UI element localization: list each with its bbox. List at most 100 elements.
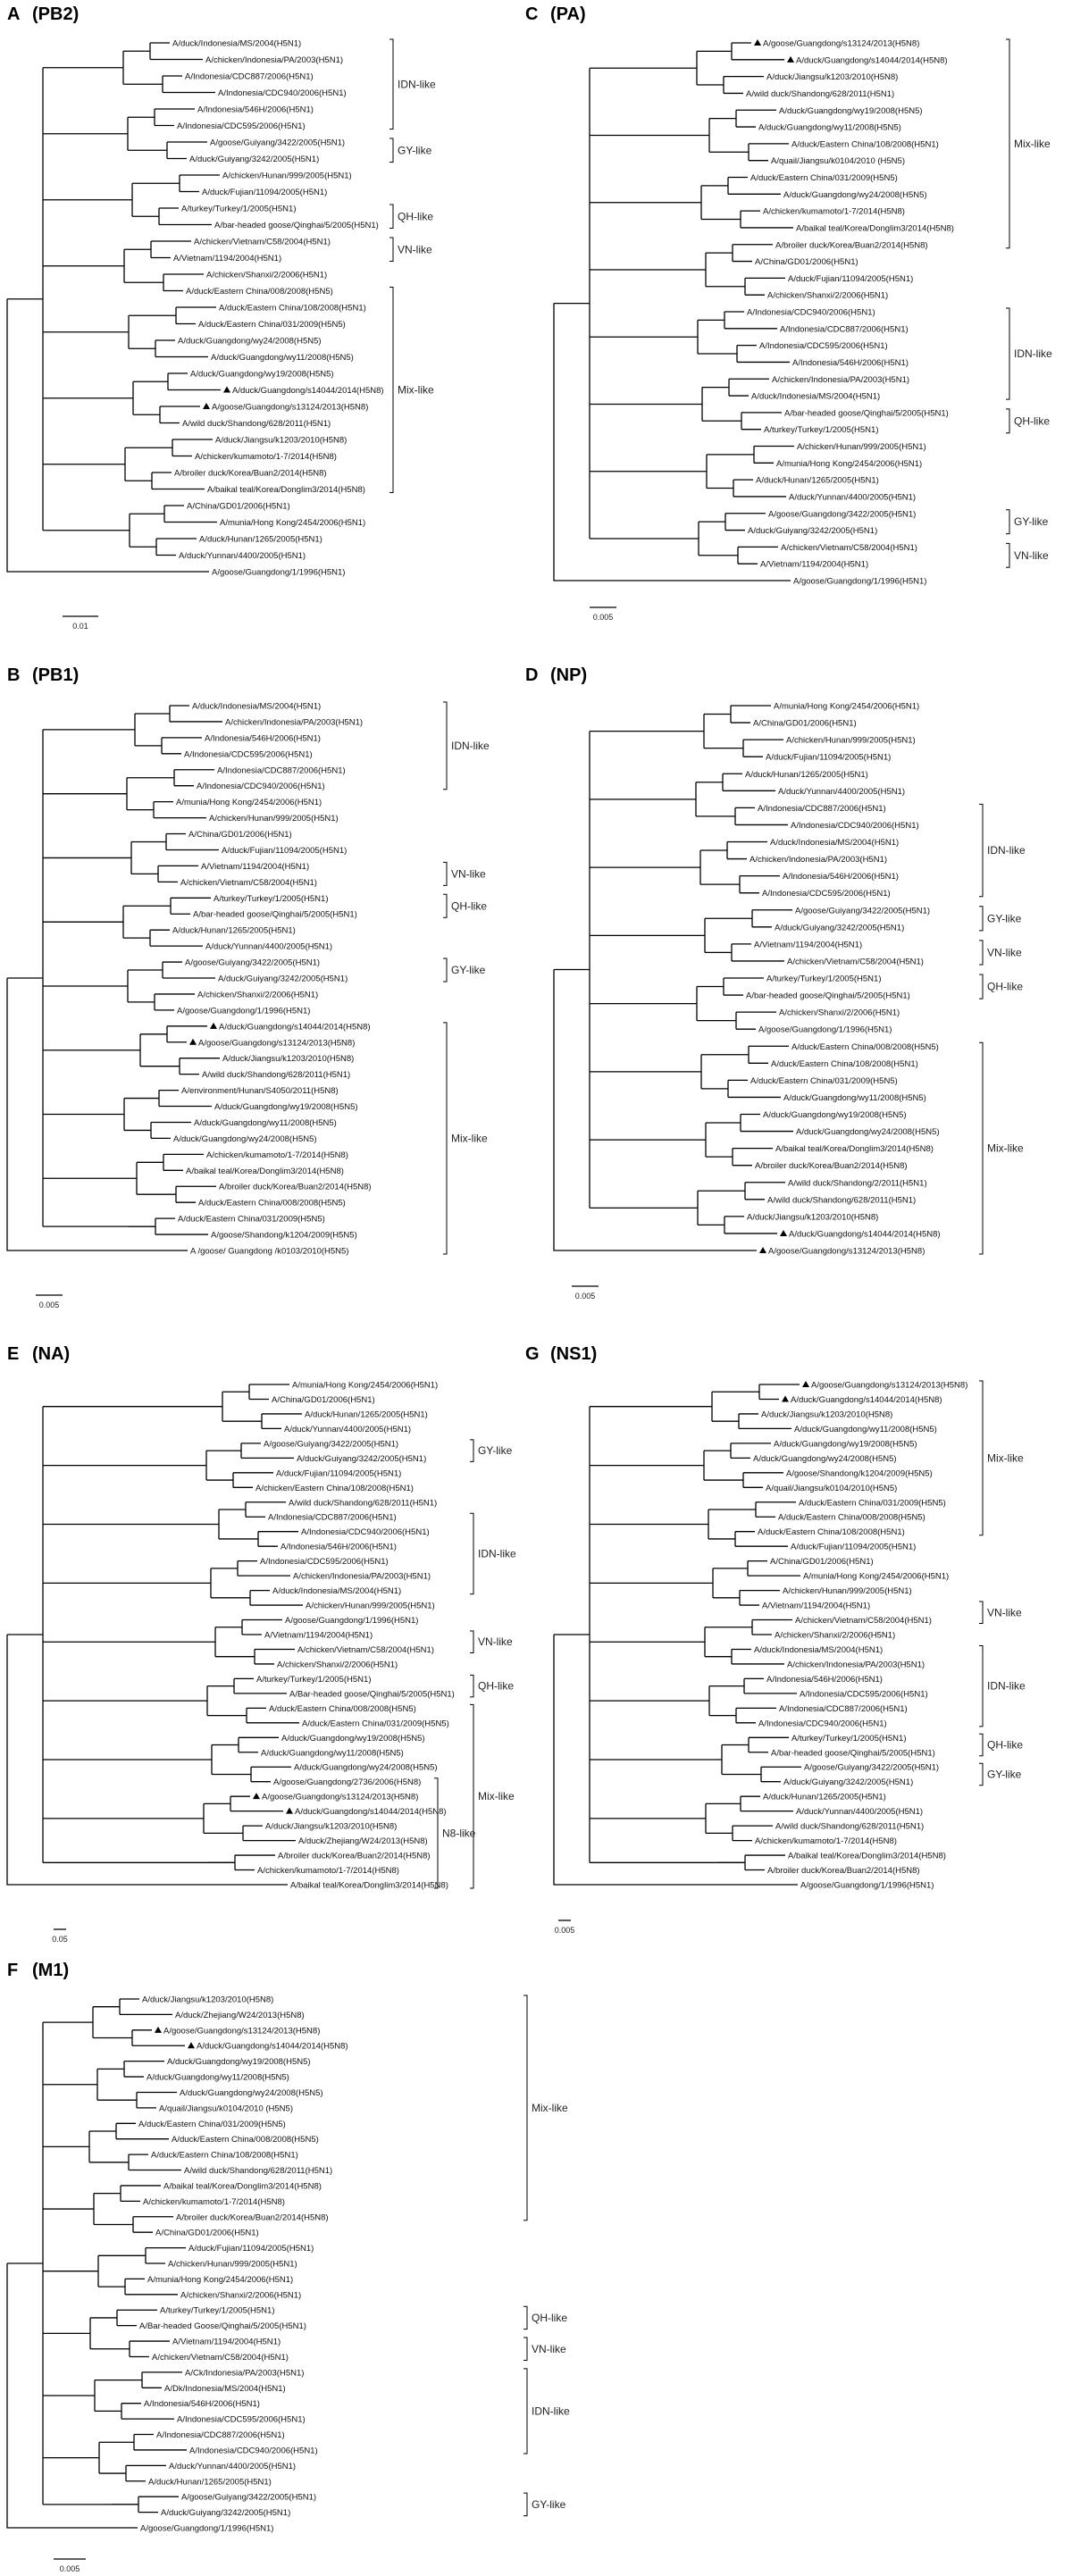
leaf-label: A/bar-headed goose/Qinghai/5/2005(H5N1)	[214, 221, 379, 230]
tree-panel-f: F(M1)A/duck/Jiangsu/k1203/2010(H5N8)A/du…	[6, 1961, 570, 2573]
leaf-label: A/duck/Eastern China/108/2008(H5N1)	[219, 304, 366, 314]
clade-bracket	[1006, 408, 1010, 434]
leaf-label: A/duck/Guangdong/wy24/2008(H5N5)	[180, 2088, 323, 2098]
panel-gene-title: (NA)	[32, 1344, 70, 1364]
leaf-label: A/duck/Yunnan/4400/2005(H5N1)	[789, 492, 916, 502]
clade-bracket	[389, 204, 394, 229]
clade-bracket	[434, 1777, 439, 1889]
leaf-label: A/bar-headed goose/Qinghai/5/2005(H5N1)	[771, 1748, 935, 1758]
leaf-label: A/chicken/kumamoto/1-7/2014(H5N8)	[763, 207, 905, 217]
panel-gene-title: (PB1)	[32, 665, 79, 685]
leaf-label: A/Indonesia/CDC940/2006(H5N1)	[758, 1719, 887, 1728]
clade-label: VN-like	[987, 1606, 1022, 1618]
leaf-label: A/Indonesia/CDC595/2006(H5N1)	[762, 889, 891, 899]
leaf-label: A/duck/Guangdong/wy19/2008(H5N5)	[190, 370, 334, 380]
leaf-label: A/turkey/Turkey/1/2005(H5N1)	[160, 2306, 274, 2316]
leaf-label: A/duck/Guangdong/wy11/2008(H5N5)	[794, 1425, 937, 1434]
triangle-marker	[203, 403, 210, 409]
clade-label: IDN-like	[987, 844, 1026, 857]
leaf-label: A/duck/Eastern China/031/2009(H5N5)	[302, 1719, 449, 1728]
clade-bracket	[389, 287, 394, 493]
triangle-marker	[787, 55, 794, 63]
leaf-label: A/turkey/Turkey/1/2005(H5N1)	[791, 1734, 906, 1744]
leaf-label: A/duck/Indonesia/MS/2004(H5N1)	[751, 392, 880, 402]
leaf-label: A/chicken/kumamoto/1-7/2014(H5N8)	[206, 1150, 348, 1160]
panel-gene-title: (PB2)	[32, 4, 79, 24]
leaf-label: A/duck/Guangdong/wy24/2008(H5N5)	[178, 337, 322, 347]
clade-label: GY-like	[478, 1444, 513, 1457]
leaf-label: A/Indonesia/546H/2006(H5N1)	[766, 1675, 883, 1685]
leaf-label: A/Indonesia/CDC940/2006(H5N1)	[189, 2446, 318, 2455]
leaf-label: A/duck/Guangdong/s14044/2014(H5N8)	[796, 55, 948, 65]
clade-label: IDN-like	[398, 78, 436, 90]
triangle-marker	[210, 1022, 217, 1029]
leaf-label: A/duck/Guangdong/wy19/2008(H5N5)	[167, 2057, 311, 2067]
leaf-label: A/duck/Guangdong/wy24/2008(H5N5)	[294, 1763, 438, 1773]
leaf-label: A/wild duck/Shandong/628/2011(H5N1)	[775, 1822, 924, 1832]
clade-label: QH-like	[987, 981, 1023, 993]
clade-bracket	[470, 1630, 474, 1653]
leaf-label: A/duck/Guangdong/wy11/2008(H5N5)	[783, 1093, 926, 1103]
leaf-label: A/duck/Fujian/11094/2005(H5N1)	[791, 1543, 916, 1552]
leaf-label: A/chicken/Hunan/999/2005(H5N1)	[797, 442, 926, 452]
leaf-label: A/duck/Fujian/11094/2005(H5N1)	[188, 2244, 314, 2254]
leaf-label: A/Indonesia/CDC595/2006(H5N1)	[260, 1557, 389, 1567]
clade-label: QH-like	[532, 2312, 567, 2324]
leaf-label: A/duck/Eastern China/008/2008(H5N5)	[778, 1513, 925, 1523]
leaf-label: A/duck/Eastern China/008/2008(H5N5)	[172, 2135, 319, 2145]
clade-bracket	[443, 1022, 448, 1255]
leaf-label: A/bar-headed goose/Qinghai/5/2005(H5N1)	[193, 910, 357, 920]
triangle-marker	[780, 1229, 787, 1236]
leaf-label: A/duck/Eastern China/008/2008(H5N5)	[186, 287, 333, 297]
leaf-label: A/China/GD01/2006(H5N1)	[753, 719, 857, 729]
clade-bracket	[470, 1703, 474, 1889]
clade-bracket	[979, 906, 984, 932]
branch	[6, 298, 209, 573]
leaf-label: A/broiler duck/Korea/Buan2/2014(H5N8)	[755, 1161, 908, 1171]
clade-label: IDN-like	[987, 1680, 1026, 1693]
leaf-label: A/Indonesia/CDC595/2006(H5N1)	[177, 121, 306, 131]
leaf-label: A/duck/Eastern China/008/2008(H5N5)	[791, 1042, 939, 1052]
clade-bracket	[979, 803, 984, 898]
clade-label: Mix-like	[987, 1142, 1024, 1155]
leaf-label: A/environment/Hunan/S4050/2011(H5N8)	[181, 1086, 339, 1096]
leaf-label: A/goose/Guiyang/3422/2005(H5N1)	[264, 1439, 398, 1449]
leaf-label: A/duck/Jiangsu/k1203/2010(H5N8)	[766, 72, 898, 82]
leaf-label: A/duck/Eastern China/031/2009(H5N5)	[799, 1498, 946, 1508]
leaf-label: A/duck/Guangdong/s14044/2014(H5N8)	[791, 1395, 942, 1405]
panel-letter: B	[7, 665, 20, 685]
leaf-label: A/munia/Hong Kong/2454/2006(H5N1)	[803, 1572, 949, 1582]
leaf-label: A/wild duck/Shandong/628/2011(H5N1)	[202, 1070, 350, 1080]
leaf-label: A/duck/Guangdong/s14044/2014(H5N8)	[197, 2042, 348, 2052]
panel-letter: D	[525, 665, 538, 685]
leaf-label: A/duck/Yunnan/4400/2005(H5N1)	[205, 942, 332, 952]
triangle-marker	[188, 2042, 195, 2049]
leaf-label: A/duck/Guangdong/wy19/2008(H5N5)	[774, 1439, 917, 1449]
leaf-label: A/chicken/Hunan/999/2005(H5N1)	[783, 1586, 912, 1596]
leaf-label: A/duck/Guangdong/wy24/2008(H5N5)	[753, 1454, 897, 1464]
leaf-label: A/goose/Guangdong/3422/2005(H5N1)	[768, 509, 916, 519]
leaf-label: A/quail/Jiangsu/k0104/2010 (H5N5)	[771, 156, 905, 166]
clade-bracket	[523, 2305, 528, 2330]
leaf-label: A/Vietnam/1194/2004(H5N1)	[754, 940, 862, 949]
scale-bar-label: 0.01	[72, 622, 88, 631]
leaf-label: A/duck/Indonesia/MS/2004(H5N1)	[754, 1645, 883, 1655]
leaf-label: A/chicken/Shanxi/2/2006(H5N1)	[206, 271, 327, 280]
leaf-label: A/wild duck/Shandong/628/2011(H5N1)	[182, 419, 331, 429]
clade-bracket	[443, 958, 448, 983]
leaf-label: A/duck/Eastern China/108/2008(H5N1)	[771, 1059, 918, 1069]
clade-bracket	[389, 138, 394, 163]
clade-bracket	[523, 2337, 528, 2361]
clade-bracket	[1006, 542, 1010, 568]
tree-panel-a: A(PB2)A/duck/Indonesia/MS/2004(H5N1)A/ch…	[6, 4, 436, 631]
leaf-label: A/Vietnam/1194/2004(H5N1)	[760, 560, 868, 570]
leaf-label: A/duck/Eastern China/031/2009(H5N5)	[138, 2120, 286, 2129]
leaf-label: A/duck/Yunnan/4400/2005(H5N1)	[796, 1807, 923, 1817]
leaf-label: A/baikal teal/Korea/Donglim3/2014(H5N8)	[290, 1881, 448, 1891]
leaf-label: A/duck/Eastern China/108/2008(H5N1)	[151, 2151, 298, 2161]
clade-bracket	[1006, 307, 1010, 400]
leaf-label: A/goose/Guangdong/1/1996(H5N1)	[285, 1616, 418, 1626]
leaf-label: A/duck/Hunan/1265/2005(H5N1)	[756, 476, 879, 486]
scale-bar-label: 0.005	[575, 1292, 596, 1301]
clade-label: GY-like	[1014, 515, 1049, 528]
